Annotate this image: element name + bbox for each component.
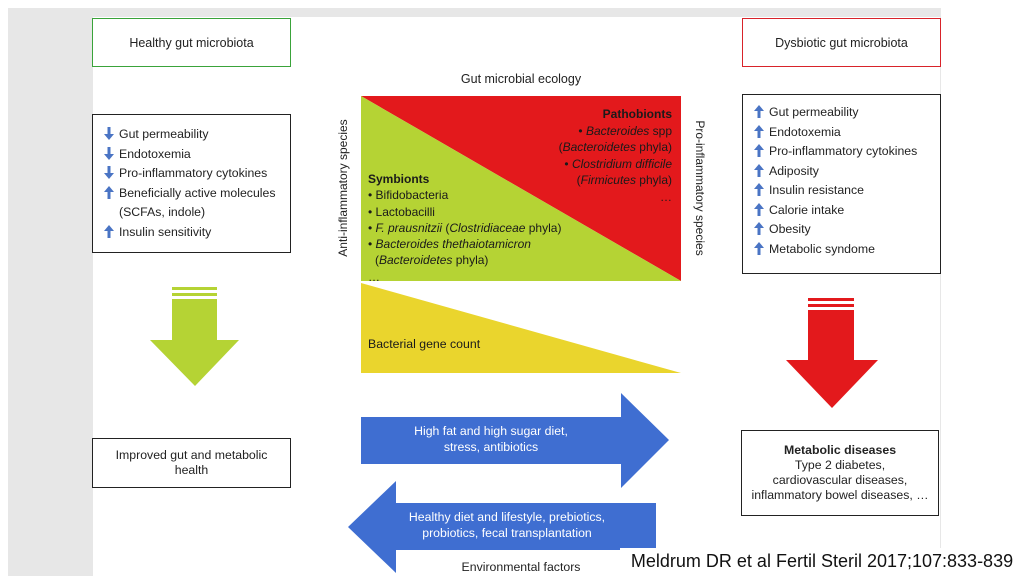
arrow-up-icon: [753, 123, 765, 143]
ecology-title: Gut microbial ecology: [460, 72, 582, 86]
improved-health-label: Improved gut and metabolic health: [115, 448, 268, 477]
dysbiotic-effect-item: Pro-inflammatory cytokines: [753, 142, 940, 162]
arrow-down-icon: [103, 164, 115, 184]
symbionts-text: Symbionts • Bifidobacteria • Lactobacill…: [368, 171, 678, 285]
arrow-left-line-2: probiotics, fecal transplantation: [422, 525, 592, 540]
dysbiotic-effect-item-label: Calorie intake: [769, 202, 845, 217]
dysbiotic-effect-item: Adiposity: [753, 162, 940, 182]
symbionts-triangle: [361, 96, 681, 281]
healthy-effect-item: (SCFAs, indole): [103, 203, 290, 223]
healthy-effect-item-label: Endotoxemia: [119, 146, 191, 161]
pathobionts-text: Pathobionts • Bacteroides spp (Bacteroid…: [520, 106, 672, 205]
healthy-effect-item-label: Gut permeability: [119, 127, 209, 141]
arrow-left-shape: [348, 481, 656, 573]
arrow-left-text: Healthy diet and lifestyle, prebiotics, …: [396, 510, 618, 541]
arrow-up-icon: [103, 184, 115, 204]
metabolic-line-cardiovascular: cardiovascular diseases,: [772, 473, 908, 487]
pathobionts-item-clostridium: • Clostridium difficile: [564, 156, 672, 171]
arrow-right-shape: [361, 393, 669, 488]
dysbiotic-effect-item: Endotoxemia: [753, 123, 940, 143]
dysbiotic-effect-item-label: Metabolic syndome: [769, 241, 875, 256]
dysbiotic-down-arrow: [786, 298, 878, 408]
improved-health-box: Improved gut and metabolic health: [92, 438, 291, 488]
symbionts-title: Symbionts: [368, 172, 430, 186]
dysbiotic-effect-item: Obesity: [753, 220, 940, 240]
healthy-effect-item: Endotoxemia: [103, 145, 290, 165]
dysbiotic-header-label: Dysbiotic gut microbiota: [775, 35, 908, 50]
dysbiotic-header: Dysbiotic gut microbiota: [742, 18, 941, 67]
dysbiotic-effect-item-label: Gut permeability: [769, 105, 859, 119]
anti-inflammatory-label: Anti-inflammatory species: [336, 119, 350, 257]
healthy-effect-item: Pro-inflammatory cytokines: [103, 164, 290, 184]
healthy-effect-item: Beneficially active molecules: [103, 184, 290, 204]
arrow-right-line-2: stress, antibiotics: [443, 439, 539, 454]
arrow-left-line-1: Healthy diet and lifestyle, prebiotics,: [408, 510, 606, 524]
pathobionts-item-firmicutes: (Firmicutes phyla): [576, 173, 672, 187]
dysbiotic-effect-item-label: Endotoxemia: [769, 124, 841, 139]
citation: Meldrum DR et al Fertil Steril 2017;107:…: [620, 548, 1024, 576]
symbionts-ellipsis: …: [368, 269, 380, 284]
metabolic-line-diabetes: Type 2 diabetes,: [794, 458, 886, 472]
pathobionts-item-bacteroidetes: (Bacteroidetes phyla): [558, 140, 672, 154]
healthy-effect-item-label: Beneficially active molecules: [119, 185, 276, 200]
symbionts-item-lactobacilli: • Lactobacilli: [368, 204, 435, 219]
metabolic-diseases-title: Metabolic diseases: [783, 443, 897, 457]
arrow-up-icon: [753, 220, 765, 240]
gene-count-label: Bacterial gene count: [368, 337, 481, 351]
metabolic-line-ibd: inflammatory bowel diseases, …: [751, 488, 929, 502]
metabolic-diseases-box: Metabolic diseases Type 2 diabetes, card…: [741, 430, 939, 516]
dysbiotic-effect-item-label: Insulin resistance: [769, 183, 865, 197]
arrow-up-icon: [753, 201, 765, 221]
arrow-down-icon: [103, 125, 115, 145]
symbionts-item-prausnitzii: • F. prausnitzii (Clostridiaceae phyla): [368, 220, 562, 235]
symbionts-item-bacteroidetes: (Bacteroidetes phyla): [375, 253, 489, 268]
pathobionts-ellipsis: …: [660, 189, 672, 204]
healthy-header-label: Healthy gut microbiota: [129, 35, 254, 50]
healthy-effect-item: Insulin sensitivity: [103, 223, 290, 243]
arrow-right-text: High fat and high sugar diet, stress, an…: [361, 424, 621, 455]
dysbiotic-effect-item-label: Obesity: [769, 222, 811, 236]
environmental-factors-label: Environmental factors: [461, 560, 581, 574]
dysbiotic-effect-item-label: Adiposity: [769, 163, 819, 178]
arrow-up-icon: [753, 103, 765, 123]
pathobionts-item-bacteroides: • Bacteroides spp: [578, 123, 672, 138]
pathobionts-title: Pathobionts: [602, 107, 672, 121]
arrow-down-icon: [103, 145, 115, 165]
healthy-down-arrow: [150, 287, 239, 386]
dysbiotic-effect-item: Metabolic syndome: [753, 240, 940, 260]
arrow-right-line-1: High fat and high sugar diet,: [414, 424, 568, 438]
arrow-up-icon: [753, 181, 765, 201]
dysbiotic-effect-item: Calorie intake: [753, 201, 940, 221]
healthy-effect-item-label: (SCFAs, indole): [119, 205, 206, 219]
healthy-header: Healthy gut microbiota: [92, 18, 291, 67]
symbionts-item-thethaiotamicron: • Bacteroides thethaiotamicron: [368, 237, 531, 252]
dysbiotic-effect-item: Insulin resistance: [753, 181, 940, 201]
healthy-effect-item-label: Insulin sensitivity: [119, 224, 212, 239]
dysbiotic-effect-item-label: Pro-inflammatory cytokines: [769, 144, 918, 158]
arrow-up-icon: [753, 240, 765, 260]
symbionts-item-bifidobacteria: • Bifidobacteria: [368, 188, 449, 203]
arrow-up-icon: [753, 142, 765, 162]
gene-count-wedge: [361, 283, 681, 373]
dysbiotic-effect-item: Gut permeability: [753, 103, 940, 123]
pro-inflammatory-label: Pro-inflammatory species: [693, 120, 707, 256]
arrow-up-icon: [103, 223, 115, 243]
healthy-effect-item-label: Pro-inflammatory cytokines: [119, 166, 268, 180]
healthy-effect-item: Gut permeability: [103, 125, 290, 145]
arrow-up-icon: [753, 162, 765, 182]
